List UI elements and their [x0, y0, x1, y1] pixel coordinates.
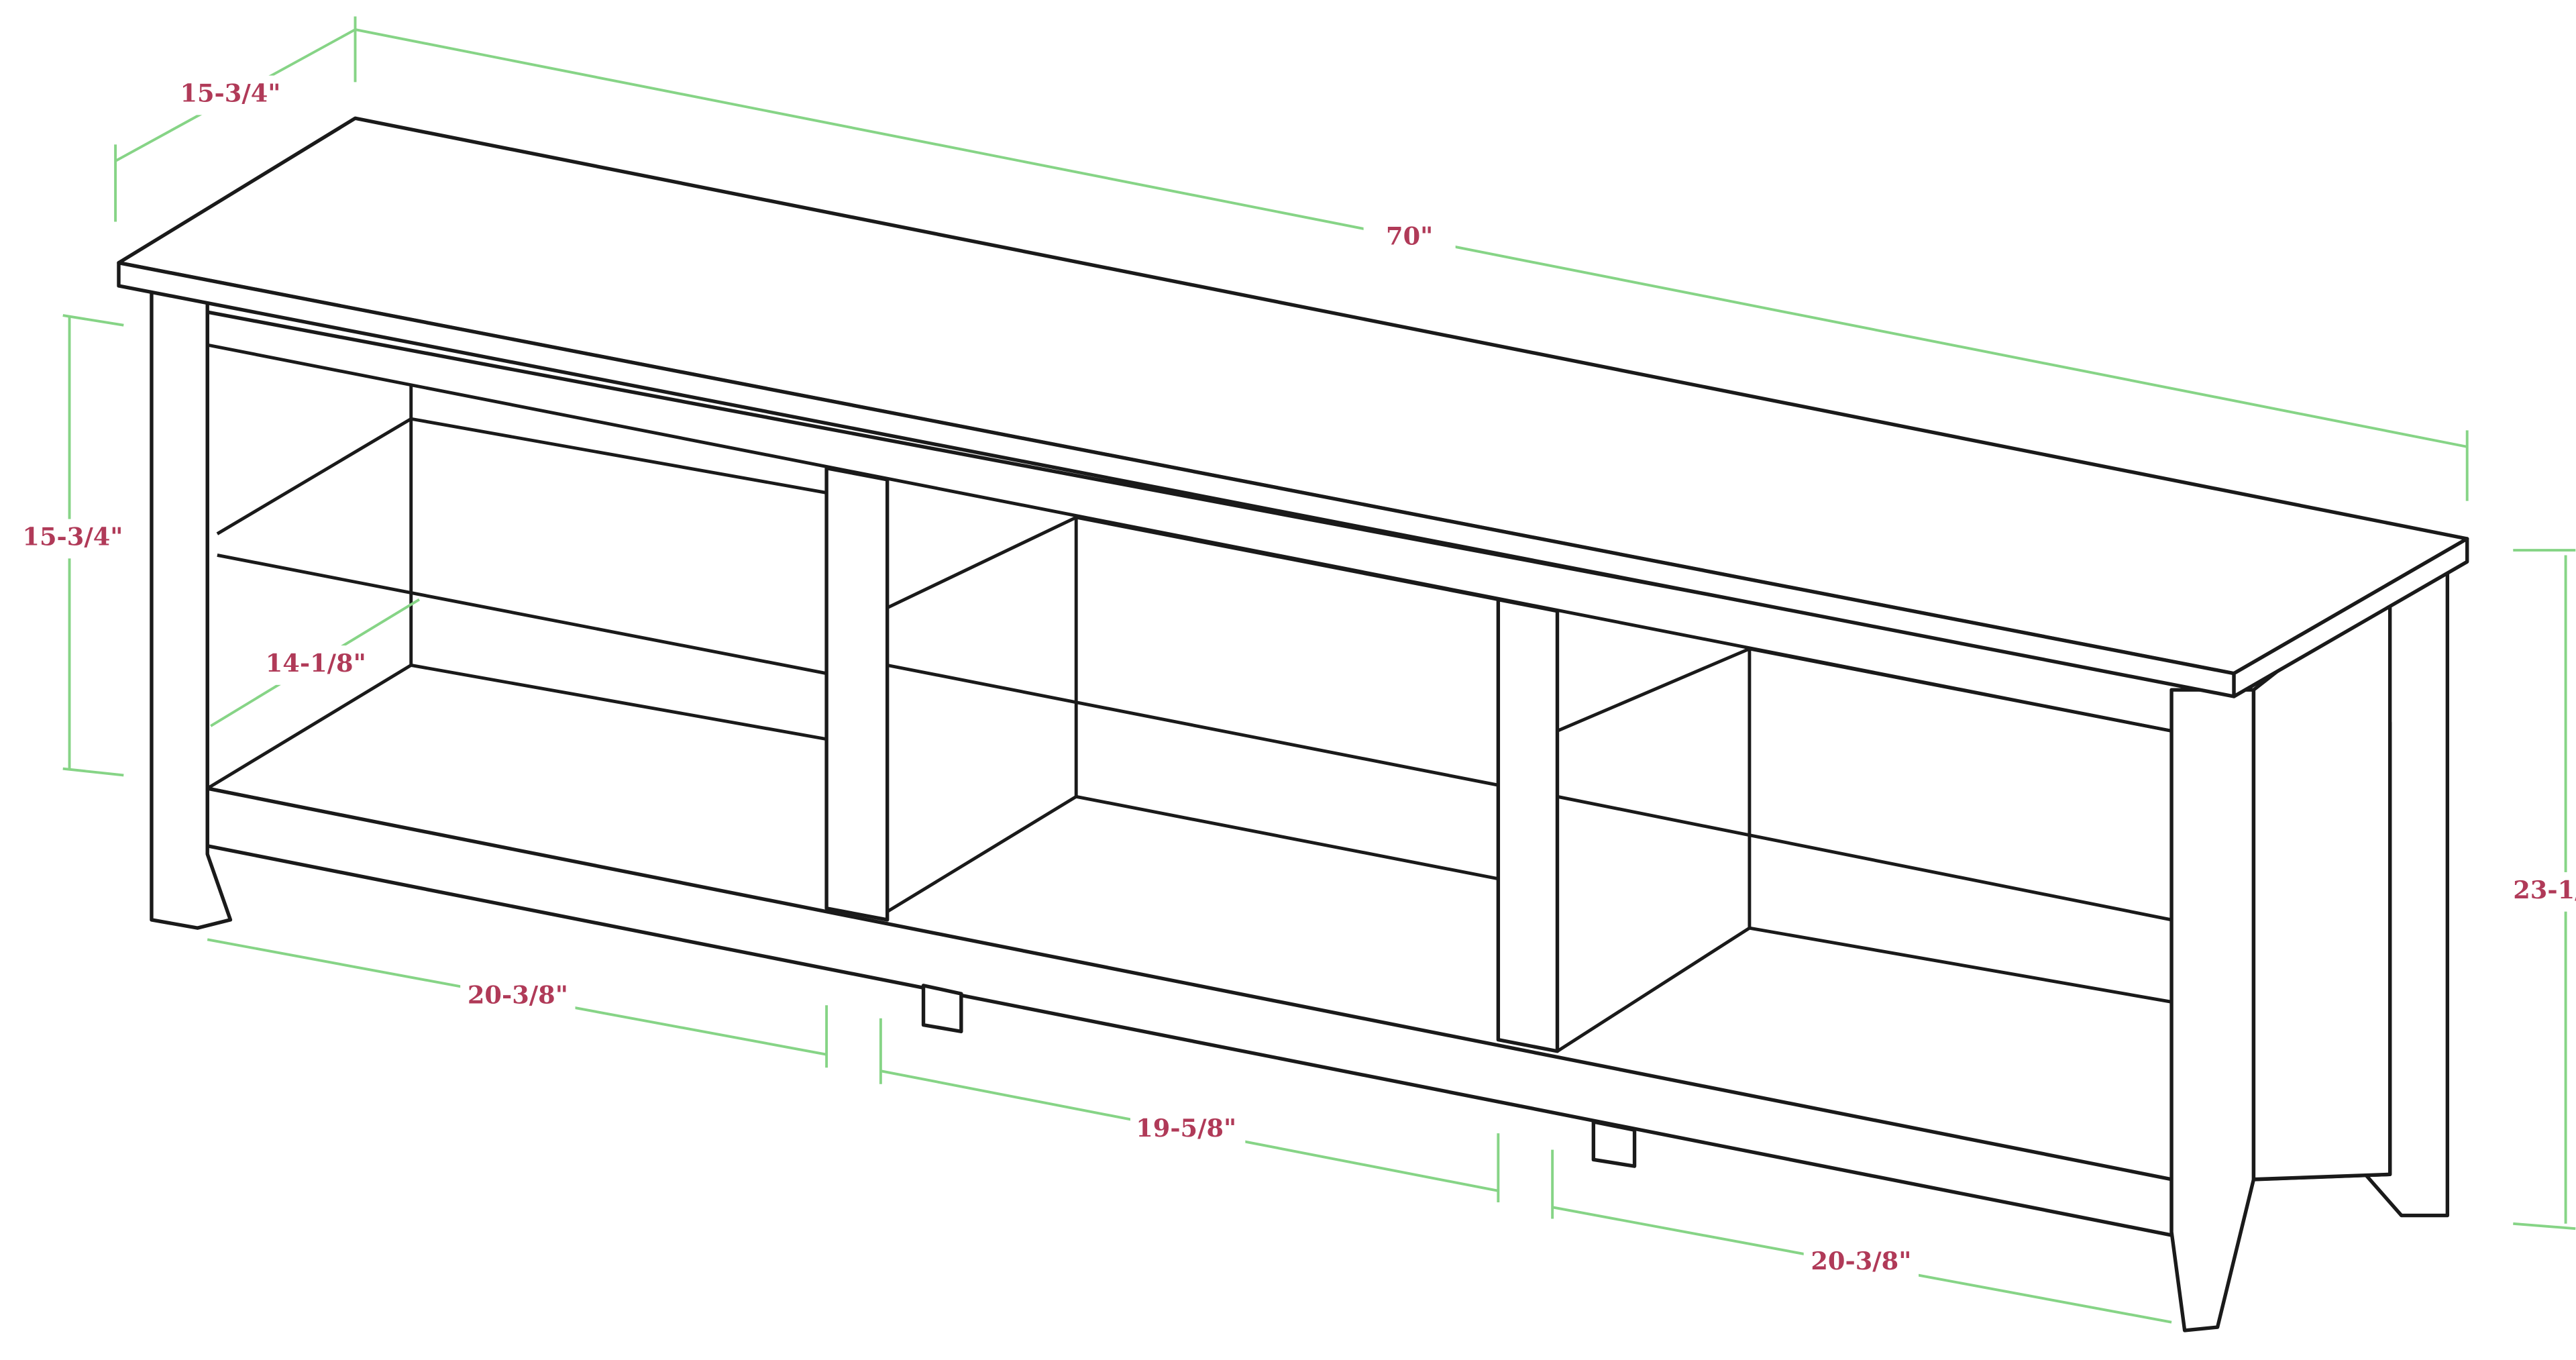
front-right-leg	[2169, 688, 2256, 1332]
right-opening-label: 20-3/8"	[1811, 1247, 1911, 1275]
tabletop-side-edge	[2232, 537, 2469, 698]
right-foot	[1591, 1120, 1637, 1168]
side-height-label: 15-3/4"	[22, 522, 123, 551]
overall-height-label: 23-1/	[2513, 876, 2576, 904]
right-divider	[1496, 597, 1560, 1053]
left-divider	[824, 466, 890, 922]
center-opening-label: 19-5/8"	[1136, 1114, 1236, 1143]
shelf-depth-label: 14-1/8"	[266, 649, 366, 678]
center-foot	[921, 984, 963, 1034]
overall-width-label: 70"	[1386, 221, 1433, 250]
left-opening-label: 20-3/8"	[468, 980, 568, 1009]
top-depth-label: 15-3/4"	[180, 79, 280, 107]
